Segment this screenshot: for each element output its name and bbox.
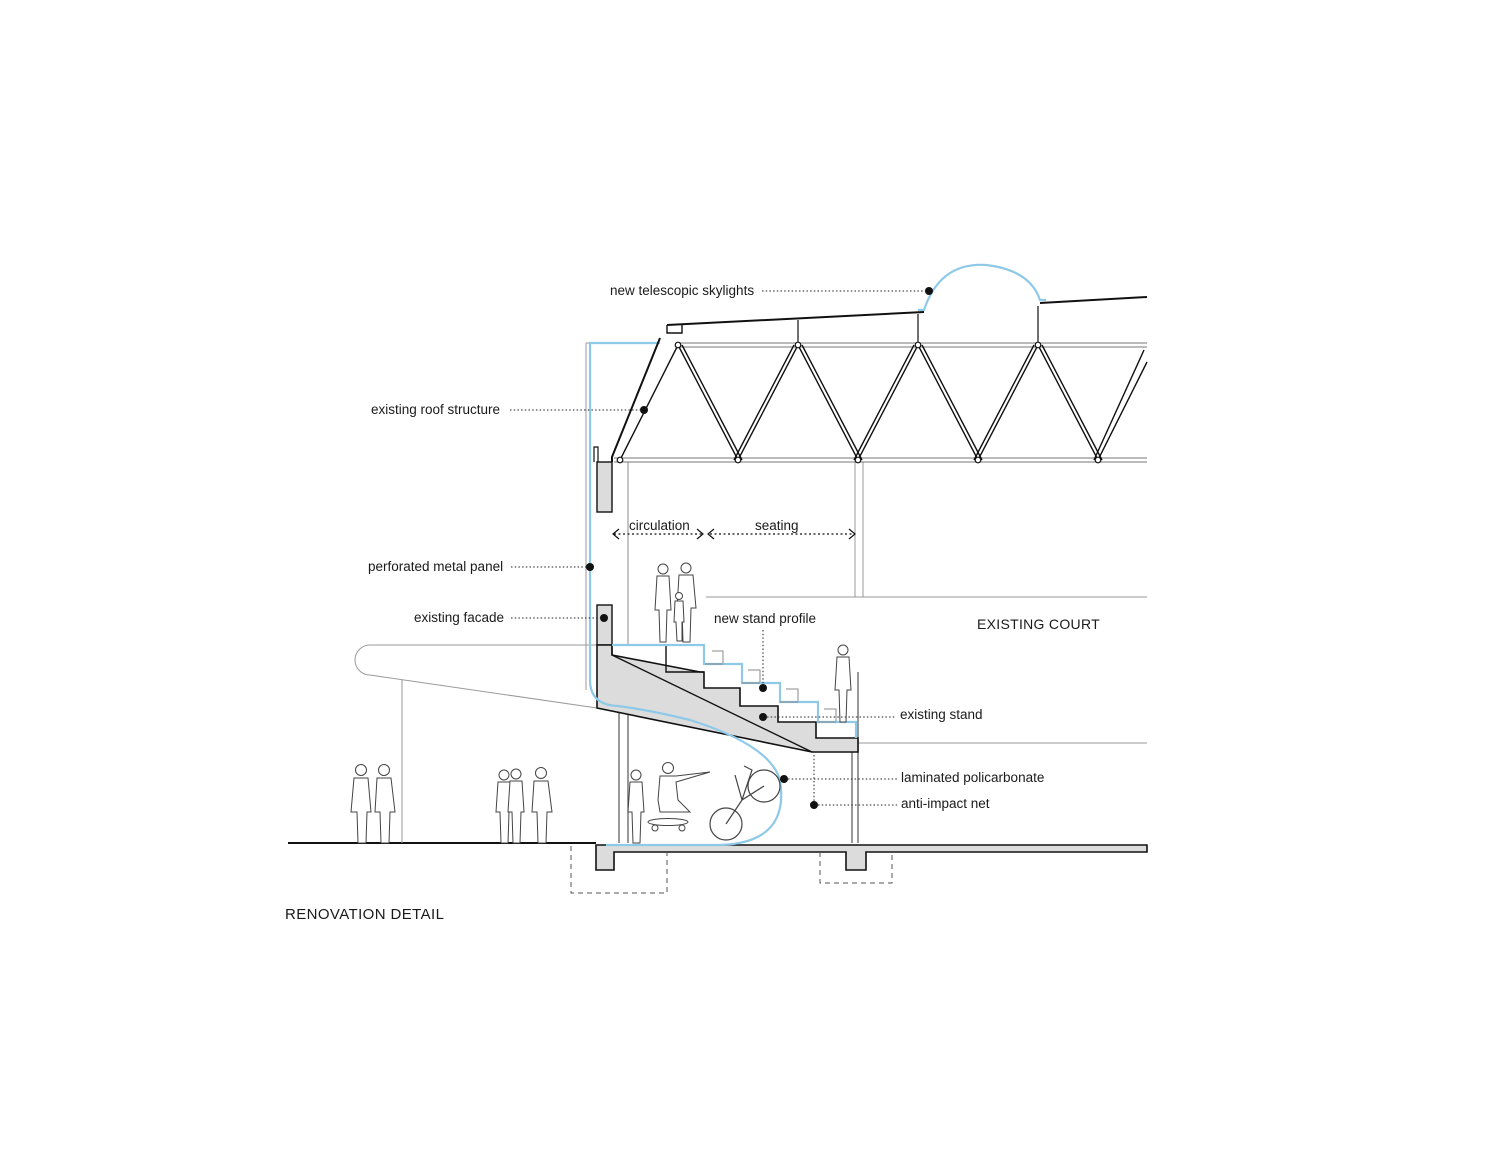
exterior-canopy	[354, 644, 598, 843]
people	[350, 562, 852, 844]
diagram-title: RENOVATION DETAIL	[285, 906, 444, 923]
callout-roof-structure: existing roof structure	[371, 402, 500, 417]
callout-anti-impact-net: anti-impact net	[901, 796, 990, 811]
ground	[288, 842, 1148, 894]
seating-label: seating	[755, 518, 799, 533]
callout-new-stand-profile: new stand profile	[714, 611, 816, 626]
callout-telescopic-skylights: new telescopic skylights	[610, 283, 754, 298]
circulation-label: circulation	[629, 518, 690, 533]
blue-envelope	[588, 263, 1046, 847]
roof-structure	[611, 296, 1148, 464]
callout-laminated-policarbonate: laminated policarbonate	[901, 770, 1044, 785]
callouts: new telescopic skylights existing roof s…	[368, 283, 1100, 811]
callout-existing-facade: existing facade	[414, 610, 504, 625]
existing-court-label: EXISTING COURT	[977, 616, 1100, 632]
new-stand-profile	[612, 643, 858, 738]
callout-perforated-panel: perforated metal panel	[368, 559, 503, 574]
building-structure	[585, 342, 1147, 843]
dimension-lines: circulation seating	[612, 518, 856, 540]
callout-existing-stand: existing stand	[900, 707, 983, 722]
